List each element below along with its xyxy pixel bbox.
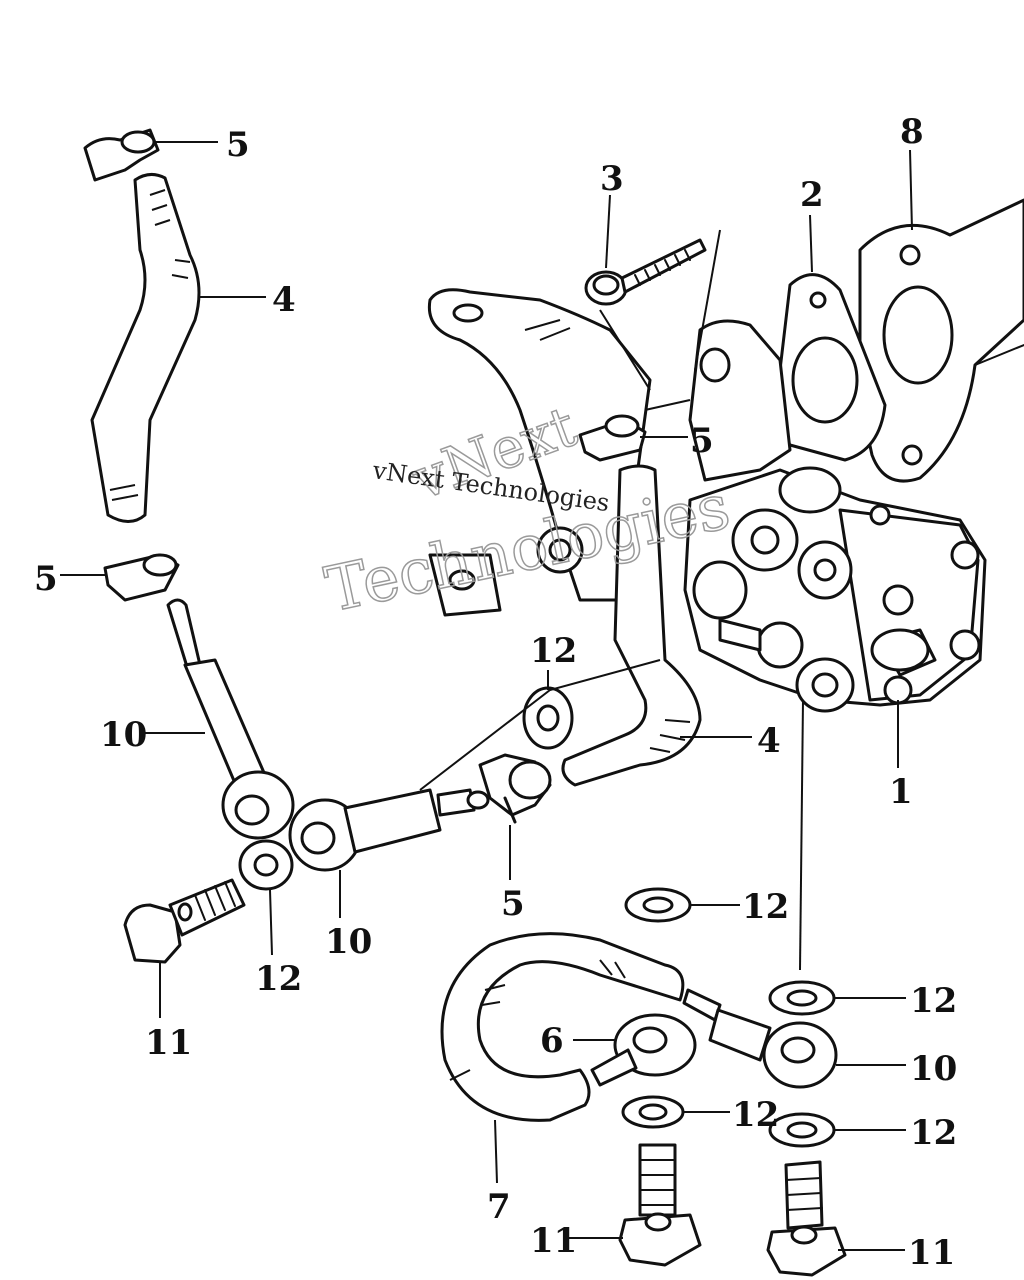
callout-5-middle: 5 xyxy=(690,421,714,461)
part-6-banjo xyxy=(590,1013,697,1087)
part-11-bolt-left xyxy=(123,878,246,964)
leader-lines xyxy=(60,141,913,1251)
callout-12-right-a: 12 xyxy=(910,981,957,1021)
part-12-washer-center xyxy=(522,686,574,750)
part-4-upper-hose xyxy=(90,173,201,523)
part-7-u-hose xyxy=(440,932,685,1122)
part-12-washer-mid-right xyxy=(624,887,692,923)
part-10-banjo-upper-left xyxy=(166,598,295,840)
watermark: vNext vNext Technologies Technologies xyxy=(318,393,736,627)
callout-10-upper-left: 10 xyxy=(100,715,147,755)
part-12-washer-right-b xyxy=(768,1112,836,1148)
callout-3: 3 xyxy=(600,159,624,199)
callout-12-right-b: 12 xyxy=(910,1113,957,1153)
part-3-screw xyxy=(584,238,707,306)
part-10-banjo-lower-right xyxy=(682,988,838,1089)
part-12-washer-lower-mid xyxy=(621,1095,685,1129)
callout-5-lower: 5 xyxy=(501,884,525,924)
callout-11-left: 11 xyxy=(145,1023,192,1063)
part-10-banjo-center xyxy=(288,788,490,872)
callout-12-left: 12 xyxy=(255,959,302,999)
callout-8: 8 xyxy=(900,112,924,152)
callout-11-bottom-middle: 11 xyxy=(530,1221,577,1261)
part-12-washer-right-a xyxy=(768,980,836,1016)
callout-12-center: 12 xyxy=(530,631,577,671)
callout-1: 1 xyxy=(889,772,913,812)
part-1-pump-body xyxy=(683,319,987,713)
callout-6: 6 xyxy=(540,1021,564,1061)
callout-5-left: 5 xyxy=(34,559,58,599)
part-4-middle-hose xyxy=(561,464,702,787)
callout-7: 7 xyxy=(487,1187,511,1227)
callout-2: 2 xyxy=(800,175,824,215)
assembly-guide-lines xyxy=(419,229,804,971)
callout-labels: 5 4 3 2 8 5 5 12 10 4 1 5 12 10 11 12 12… xyxy=(34,112,957,1273)
part-11-bolt-bottom-right xyxy=(766,1160,847,1277)
callout-5-top: 5 xyxy=(226,125,250,165)
part-5-clip-lower xyxy=(478,753,552,824)
part-12-washer-left xyxy=(238,839,294,891)
callout-10-center: 10 xyxy=(325,922,372,962)
callout-10-lower-right: 10 xyxy=(910,1049,957,1089)
callout-4-upper: 4 xyxy=(272,280,296,320)
part-5-clip-left xyxy=(103,553,180,602)
part-8-flange-pipe xyxy=(858,198,1024,483)
callout-12-mid-right: 12 xyxy=(742,887,789,927)
callout-4-middle: 4 xyxy=(757,721,781,761)
callout-11-bottom-right: 11 xyxy=(908,1233,955,1273)
mounting-bracket xyxy=(427,288,652,617)
part-5-clip-top xyxy=(83,128,160,182)
part-5-clip-middle xyxy=(578,414,647,462)
callout-12-lower-mid: 12 xyxy=(732,1095,779,1135)
part-11-bolt-bottom-middle xyxy=(618,1143,702,1267)
